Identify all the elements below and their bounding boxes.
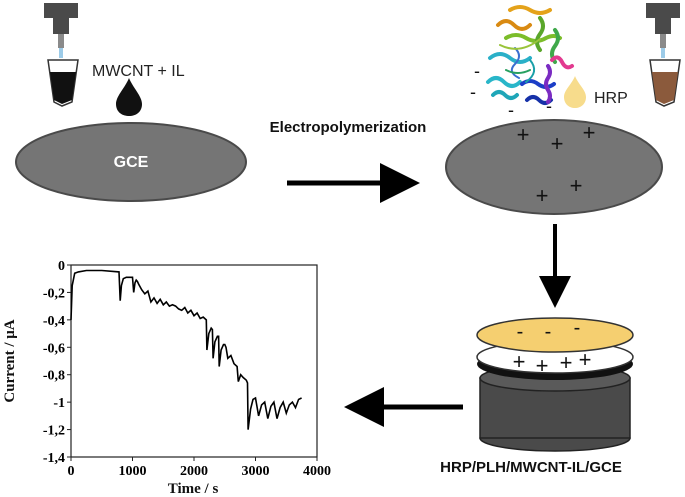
x-tick-label: 3000 — [242, 464, 270, 479]
hrp-label: HRP — [594, 90, 628, 107]
x-tick-label: 1000 — [119, 464, 147, 479]
y-tick-label: -0,8 — [43, 369, 65, 384]
positive-charges-electrode: + + + + + — [517, 120, 596, 208]
chart-frame — [70, 264, 318, 458]
svg-text:+: + — [517, 122, 530, 147]
chart-ylabel: Current / μA — [2, 319, 18, 402]
negative-charges-layer: - - - — [517, 317, 581, 343]
negative-charges-protein: - - - - — [470, 61, 552, 120]
svg-text:+: + — [579, 347, 592, 372]
x-tick-label: 4000 — [303, 464, 331, 479]
gce-label: GCE — [114, 154, 149, 171]
svg-text:+: + — [560, 350, 573, 375]
svg-text:-: - — [545, 321, 552, 343]
y-tick-label: -1 — [53, 396, 65, 411]
y-tick-label: -1,4 — [43, 451, 65, 466]
x-tick-label: 2000 — [180, 464, 208, 479]
mwcnt-il-label: MWCNT + IL — [92, 63, 185, 80]
svg-text:+: + — [536, 183, 549, 208]
y-tick-label: -0,6 — [43, 341, 65, 356]
svg-text:+: + — [513, 349, 526, 374]
chart-ticks: 0 1000 2000 3000 4000 0 -0,2 -0,4 -0,6 -0,8 -1 -1,2… — [43, 259, 331, 479]
gce-electrode — [15, 122, 247, 202]
hrp-protein-icon — [486, 5, 574, 105]
svg-text:-: - — [574, 317, 581, 339]
svg-text:+: + — [536, 353, 549, 378]
chart-series-line — [70, 269, 302, 430]
x-tick-label: 0 — [68, 464, 75, 479]
mwcnt-drop-icon — [116, 78, 142, 116]
electrode-name-label: HRP/PLH/MWCNT-IL/GCE — [440, 459, 622, 476]
y-tick-label: -1,2 — [43, 424, 65, 439]
svg-text:-: - — [474, 61, 480, 81]
modified-electrode — [445, 119, 663, 215]
pipette-left-icon — [44, 3, 79, 107]
chart-xlabel: Time / s — [168, 481, 219, 497]
layered-electrode — [476, 317, 634, 452]
svg-text:+: + — [583, 120, 596, 145]
svg-text:+: + — [551, 131, 564, 156]
hrp-drop-icon — [564, 76, 586, 108]
svg-text:-: - — [546, 96, 552, 116]
y-tick-label: -0,4 — [43, 314, 65, 329]
svg-text:-: - — [508, 100, 514, 120]
y-tick-label: -0,2 — [43, 286, 65, 301]
positive-charges-layer: + + + + — [513, 347, 592, 378]
pipette-right-icon — [646, 3, 681, 107]
svg-text:+: + — [570, 173, 583, 198]
electropolymerization-label: Electropolymerization — [270, 119, 427, 136]
amperometric-chart: 0 1000 2000 3000 4000 0 -0,2 -0,4 -0,6 -0,8 -1 -1,2… — [2, 259, 331, 497]
svg-text:-: - — [517, 321, 524, 343]
svg-text:-: - — [470, 82, 476, 102]
y-tick-label: 0 — [58, 259, 65, 274]
